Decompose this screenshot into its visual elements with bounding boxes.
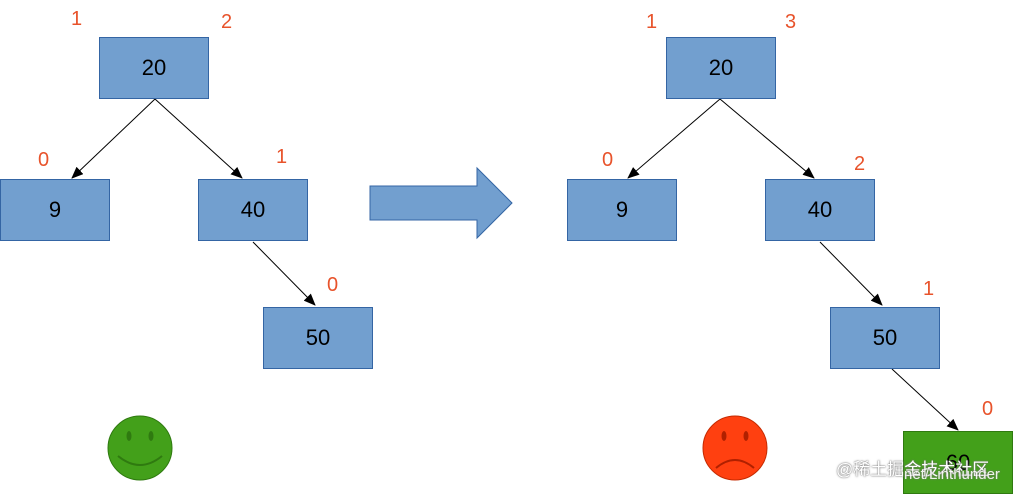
right-node-9-value: 9	[615, 197, 629, 222]
edge-20-9-left	[71, 98, 156, 179]
right-node-50: 50	[830, 307, 940, 369]
left-node-20-value: 20	[141, 55, 167, 80]
edge-40-50-right	[819, 241, 883, 306]
left-node-40-value: 40	[240, 197, 266, 222]
right-node-20-value: 20	[708, 55, 734, 80]
edge-40-50-left	[252, 241, 316, 306]
left-height-20-right: 2	[221, 11, 233, 33]
watermark-line2: net/Linthunder	[904, 466, 1000, 483]
frowning-face-icon	[702, 415, 768, 481]
watermark-line1: @稀土掘金技术社区	[836, 460, 990, 479]
left-height-50: 0	[327, 274, 339, 296]
left-node-40: 40	[198, 179, 308, 241]
right-node-9: 9	[567, 179, 677, 241]
left-height-9: 0	[38, 149, 50, 171]
right-height-50: 1	[923, 278, 935, 300]
left-node-50-value: 50	[305, 325, 331, 350]
left-node-9: 9	[0, 179, 110, 241]
left-node-20: 20	[99, 37, 209, 99]
left-height-20-left: 1	[71, 8, 83, 30]
right-height-40: 2	[854, 153, 866, 175]
right-height-60: 0	[982, 398, 994, 420]
right-node-40-value: 40	[807, 197, 833, 222]
edge-50-60-right	[891, 368, 959, 431]
right-height-20-right: 3	[785, 11, 797, 33]
right-node-50-value: 50	[872, 325, 898, 350]
left-node-9-value: 9	[48, 197, 62, 222]
right-node-60-new: 60	[903, 431, 1013, 494]
edge-20-40-right	[719, 98, 815, 179]
transition-arrow-icon	[369, 166, 513, 240]
watermark: @稀土掘金技术社区 net/Linthunder	[836, 455, 1000, 483]
left-node-50: 50	[263, 307, 373, 369]
right-node-60-value: 60	[945, 449, 971, 475]
right-height-20-left: 1	[646, 11, 658, 33]
edge-20-9-right	[627, 98, 721, 179]
right-node-40: 40	[765, 179, 875, 241]
right-height-9: 0	[602, 149, 614, 171]
edge-20-40-left	[154, 98, 243, 179]
left-height-40: 1	[276, 146, 288, 168]
right-node-20: 20	[666, 37, 776, 99]
smiley-face-icon	[107, 415, 173, 481]
